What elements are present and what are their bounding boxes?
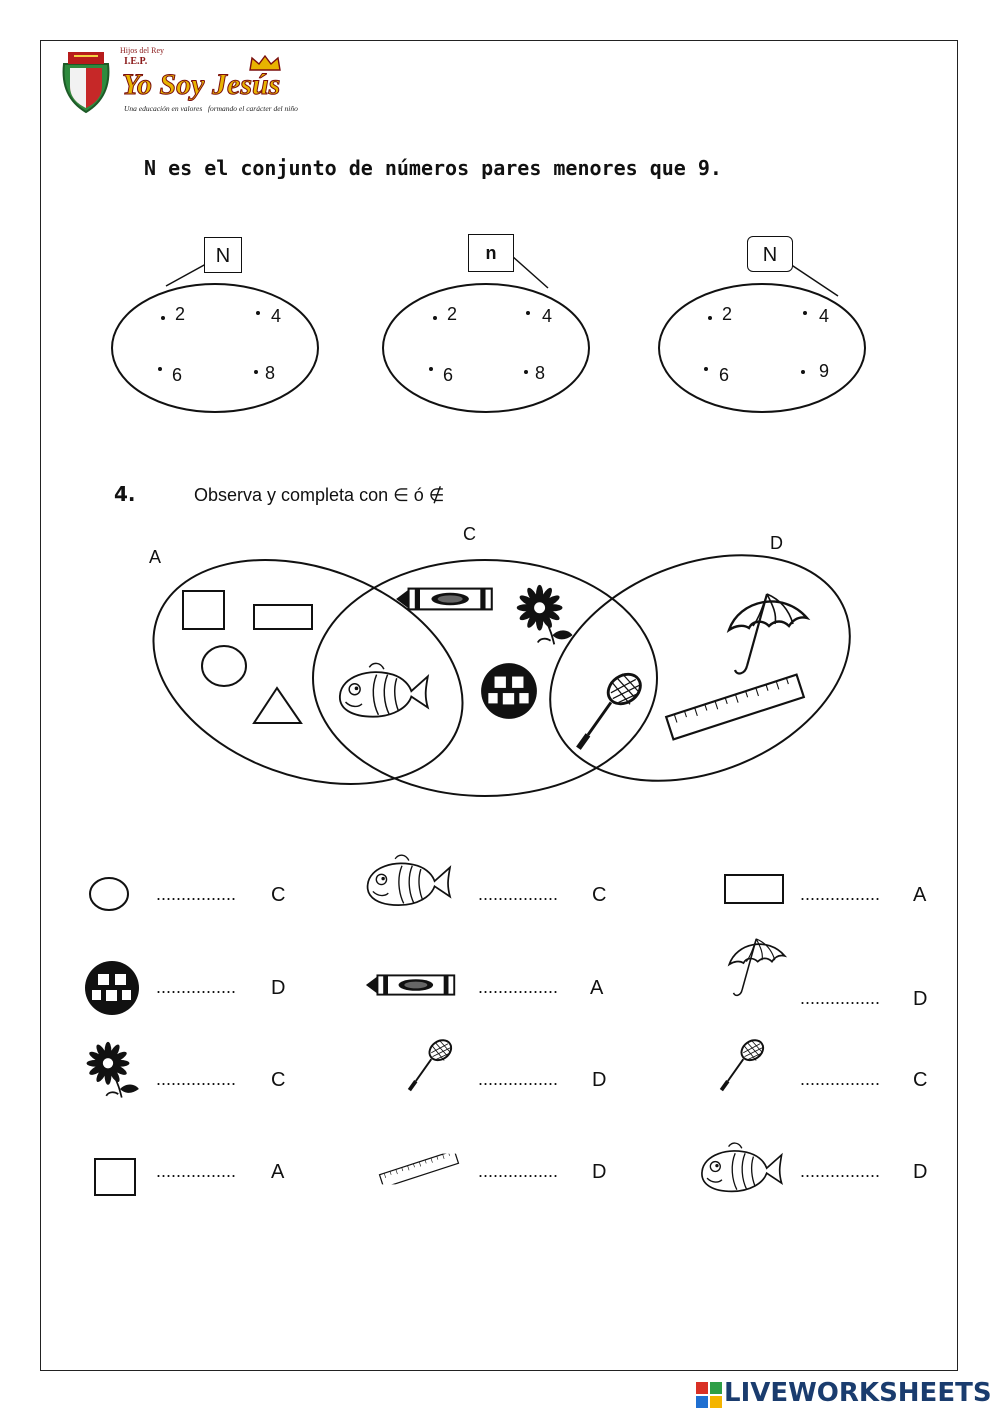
answer-set: A <box>913 884 927 906</box>
diagram-1-num-2: 4 <box>271 306 282 326</box>
answer-dots[interactable]: ................ <box>156 1069 237 1089</box>
answer-racket-icon <box>710 1036 774 1094</box>
venn-crayon-icon <box>395 587 493 611</box>
exercise4-number: 4. <box>114 482 136 506</box>
answer-set: C <box>913 1069 928 1091</box>
venn-rectangle <box>253 604 313 630</box>
school-top-line: Hijos del Rey <box>120 46 164 55</box>
answer-racket-icon <box>398 1036 462 1094</box>
diagram-2-ellipse <box>382 283 590 413</box>
answer-circle-icon <box>89 877 129 911</box>
diagram-2-num-2: 4 <box>542 306 553 326</box>
venn-racket-icon <box>578 668 646 748</box>
exercise4-instruction: Observa y completa con ∈ ó ∉ <box>194 485 445 505</box>
diagram-3-num-3: 6 <box>719 365 730 385</box>
set-diagrams <box>111 255 866 413</box>
diagram-3-label: N <box>747 236 793 272</box>
answer-set: C <box>271 884 286 906</box>
answer-dots[interactable]: ................ <box>800 1069 881 1089</box>
venn-circle <box>201 645 247 687</box>
diagram-2-connector <box>511 255 549 289</box>
answer-dots[interactable]: ................ <box>800 1161 881 1181</box>
school-header: Hijos del Rey I.E.P. Yo Soy Jesús Una ed… <box>58 42 318 118</box>
venn-flower-icon <box>515 584 574 646</box>
answer-dots[interactable]: ................ <box>156 977 237 997</box>
answer-dots[interactable]: ................ <box>156 1161 237 1181</box>
venn-diagram <box>152 554 851 797</box>
diagram-3-connector <box>789 263 839 297</box>
set-c-ellipse <box>312 559 658 797</box>
venn-triangle <box>252 686 303 724</box>
diagram-3-num-1: 2 <box>722 304 733 324</box>
set-d-ellipse <box>549 554 851 782</box>
diagram-2[interactable] <box>382 255 590 413</box>
answer-dots[interactable]: ................ <box>800 884 881 904</box>
answer-ruler-icon <box>376 1148 462 1190</box>
diagram-1-ellipse <box>111 283 319 413</box>
diagram-3-num-2: 4 <box>819 306 830 326</box>
set-c-label: C <box>463 524 476 544</box>
diagram-2-num-4: 8 <box>535 363 546 383</box>
answer-set: A <box>590 977 604 999</box>
venn-umbrella-icon <box>727 592 809 675</box>
diagram-3-ellipse <box>658 283 866 413</box>
answer-rectangle-icon <box>724 874 784 904</box>
set-d-label: D <box>770 533 783 553</box>
answer-dots[interactable]: ................ <box>156 884 237 904</box>
answer-dots[interactable]: ................ <box>478 977 559 997</box>
answer-set: A <box>271 1161 285 1183</box>
answer-set: D <box>592 1161 607 1183</box>
answer-dots[interactable]: ................ <box>800 988 881 1008</box>
answer-crayon-icon <box>364 970 460 1000</box>
answer-set: C <box>592 884 607 906</box>
venn-fish-icon <box>338 662 429 718</box>
venn-ruler-icon <box>664 673 806 741</box>
school-crest-icon <box>62 52 110 114</box>
answer-flower-icon <box>84 1040 144 1102</box>
school-slogan: Una educación en valores formando el car… <box>124 104 298 113</box>
answer-dots[interactable]: ................ <box>478 884 559 904</box>
diagram-1-num-4: 8 <box>265 363 276 383</box>
exercise3-statement: N es el conjunto de números pares menore… <box>144 156 722 180</box>
answer-set: D <box>913 988 928 1010</box>
answer-umbrella-icon <box>724 936 790 1000</box>
diagram-1-connector <box>165 263 207 287</box>
diagram-3[interactable] <box>658 263 866 413</box>
venn-ball-icon <box>481 663 537 719</box>
answer-fish-icon <box>360 852 456 912</box>
answer-dots[interactable]: ................ <box>478 1069 559 1089</box>
diagram-1-label: N <box>204 237 242 273</box>
answer-set: D <box>913 1161 928 1183</box>
answer-dots[interactable]: ................ <box>478 1161 559 1181</box>
school-iep: I.E.P. <box>124 56 148 67</box>
diagram-1[interactable] <box>111 263 319 413</box>
worksheet-frame <box>40 40 958 1371</box>
footer-brand: LIVEWORKSHEETS <box>724 1378 992 1408</box>
footer-brand-block: LIVEWORKSHEETS <box>696 1378 996 1410</box>
venn-square <box>182 590 225 630</box>
answer-square-icon <box>94 1158 136 1196</box>
answer-set: D <box>271 977 286 999</box>
liveworksheets-logo-icon <box>696 1382 722 1408</box>
diagram-2-label: n <box>468 234 514 272</box>
answer-set: D <box>592 1069 607 1091</box>
set-a-ellipse <box>152 558 464 786</box>
school-name: Yo Soy Jesús <box>121 68 281 102</box>
answer-ball-icon <box>82 958 142 1018</box>
diagram-2-num-1: 2 <box>447 304 458 324</box>
diagram-1-num-3: 6 <box>172 365 183 385</box>
answer-set: C <box>271 1069 286 1091</box>
diagram-2-num-3: 6 <box>443 365 454 385</box>
diagram-1-num-1: 2 <box>175 304 186 324</box>
answer-fish-icon <box>694 1140 788 1198</box>
diagram-3-num-4: 9 <box>819 361 830 381</box>
crown-icon <box>249 54 281 71</box>
set-a-label: A <box>149 547 162 567</box>
